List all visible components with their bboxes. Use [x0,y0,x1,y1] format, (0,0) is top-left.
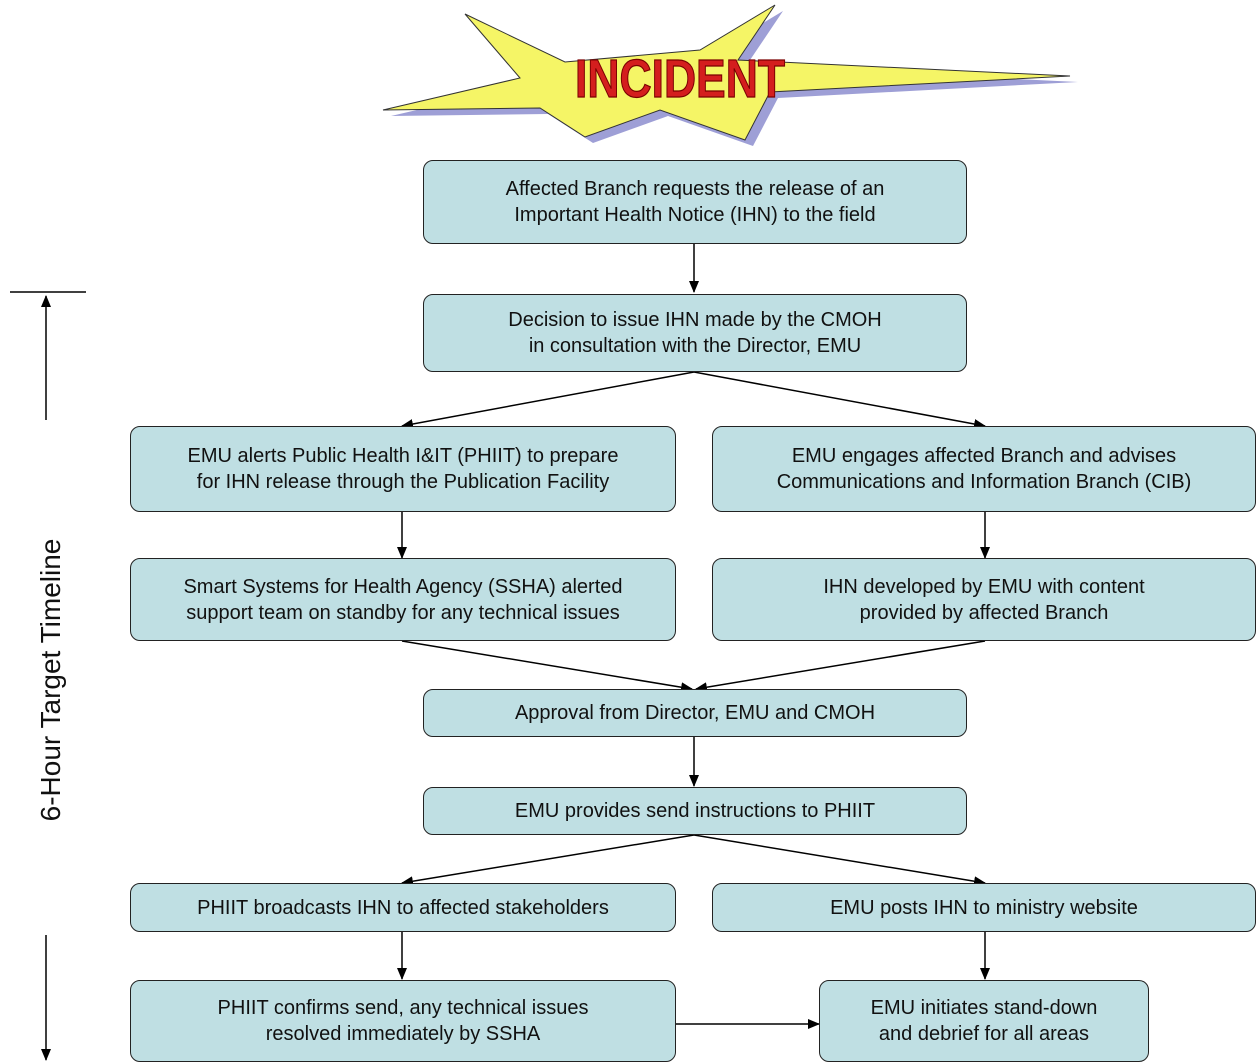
step-ssha-standby: Smart Systems for Health Agency (SSHA) a… [130,558,676,641]
step-confirm-send: PHIIT confirms send, any technical issue… [130,980,676,1062]
burst-shape [382,4,1071,141]
arrow-send-to-broadcast [401,834,695,887]
step-approval: Approval from Director, EMU and CMOH [423,689,967,737]
step-post-website: EMU posts IHN to ministry website [712,883,1256,932]
incident-label: INCIDENT [575,49,785,109]
step-broadcast: PHIIT broadcasts IHN to affected stakeho… [130,883,676,932]
arrow-ssha-to-approval [401,640,693,693]
arrow-decision-to-alert [401,371,695,429]
step-alert-phiit: EMU alerts Public Health I&IT (PHIIT) to… [130,426,676,512]
incident-burst: INCIDENT [382,4,1078,146]
arrow-developed-to-approval [695,640,986,693]
step-request-release: Affected Branch requests the release of … [423,160,967,244]
timeline-marker [10,291,86,1061]
arrow-decision-to-engage [693,371,986,429]
step-send-instructions: EMU provides send instructions to PHIIT [423,787,967,835]
arrow-send-to-post [693,834,986,887]
timeline-label: 6-Hour Target Timeline [35,538,66,822]
